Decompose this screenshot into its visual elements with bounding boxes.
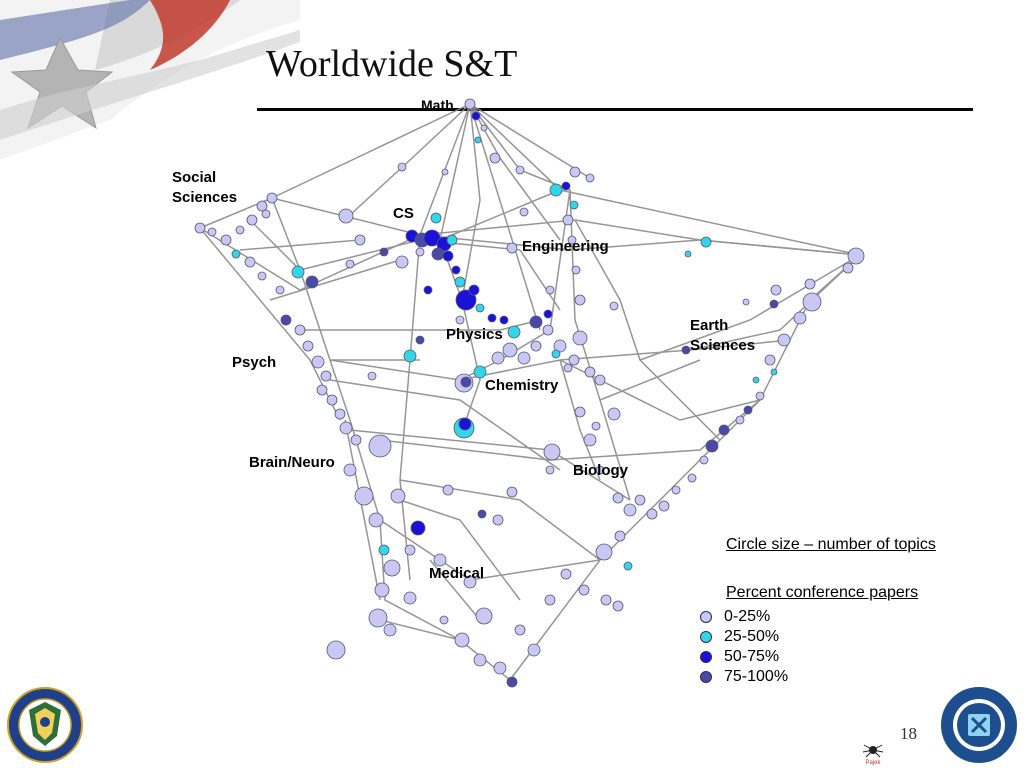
legend-swatch xyxy=(700,611,712,623)
legend-item: 50-75% xyxy=(700,647,779,667)
pajek-label: Pajek xyxy=(865,760,881,766)
legend-item-label: 25-50% xyxy=(724,628,780,645)
region-label-medical: Medical xyxy=(429,565,485,582)
legend-size-note: Circle size – number of topics xyxy=(726,536,936,553)
legend-swatch xyxy=(700,651,712,663)
anniversary-seal-logo xyxy=(939,685,1019,765)
page-number: 18 xyxy=(900,724,917,743)
region-label-psych: Psych xyxy=(232,354,277,371)
legend-color-heading: Percent conference papers xyxy=(726,584,919,601)
region-label-physics: Physics xyxy=(446,326,503,343)
legend-swatch xyxy=(700,671,712,683)
legend-item-label: 50-75% xyxy=(724,648,780,665)
region-label-engineering: Engineering xyxy=(522,238,609,255)
region-label-chemistry: Chemistry xyxy=(485,377,559,394)
legend-item-label: 75-100% xyxy=(724,668,789,685)
legend-item: 0-25% xyxy=(700,607,770,627)
region-label-social-sciences: Social Sciences xyxy=(172,169,238,206)
region-label-earth-sciences: Earth Sciences xyxy=(690,317,756,354)
doe-seal-logo xyxy=(7,687,83,763)
slide-title: Worldwide S&T xyxy=(266,43,518,85)
legend-swatch xyxy=(700,631,712,643)
pajek-logo: Pajek xyxy=(862,744,884,766)
legend-item: 25-50% xyxy=(700,627,779,647)
region-label-biology: Biology xyxy=(573,462,628,479)
flag-star-banner xyxy=(0,0,300,160)
region-label-cs: CS xyxy=(393,205,414,222)
region-label-brain-neuro: Brain/Neuro xyxy=(249,454,335,471)
legend-item: 75-100% xyxy=(700,667,788,687)
region-label-math: Math xyxy=(421,97,454,113)
network-nodes xyxy=(194,98,865,688)
title-divider xyxy=(257,108,973,111)
legend-item-label: 0-25% xyxy=(724,608,771,625)
